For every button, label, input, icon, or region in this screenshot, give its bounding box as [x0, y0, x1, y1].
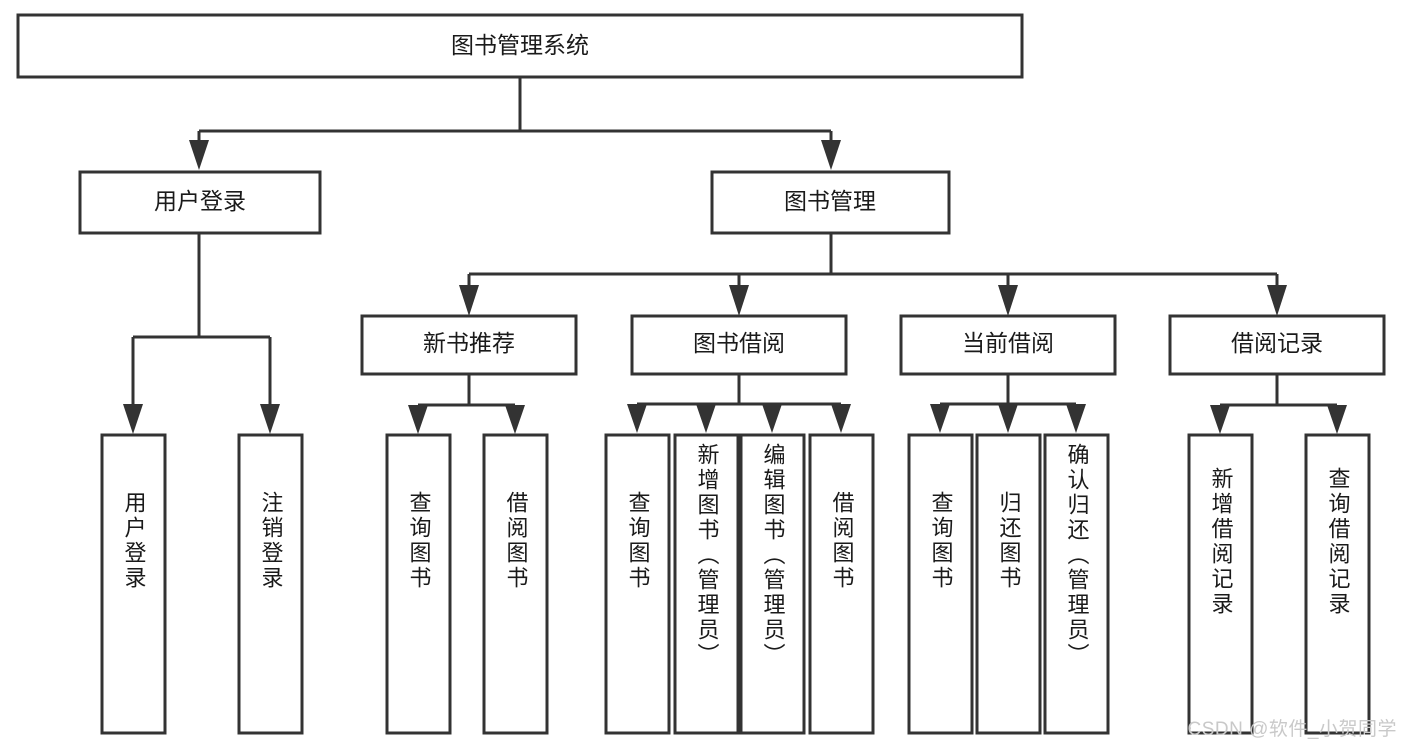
box-leaf-book-borrow-1[interactable]	[604, 433, 671, 735]
arrow-borrow-record-leaf-2	[1327, 405, 1347, 434]
connectors-borrow-record-to-leaves	[1210, 374, 1347, 434]
label-current-borrow: 当前借阅	[962, 330, 1054, 356]
box-new-book-recommend[interactable]	[360, 314, 578, 376]
box-leaf-current-borrow-1[interactable]	[907, 433, 974, 735]
arrow-to-new-book-recommend	[459, 285, 479, 316]
label-new-book-recommend: 新书推荐	[423, 330, 515, 356]
box-leaf-book-borrow-3[interactable]	[739, 433, 806, 735]
arrow-borrow-record-leaf-1	[1210, 405, 1230, 434]
box-leaf-user-login-1[interactable]	[100, 433, 167, 735]
arrow-current-borrow-leaf-2	[998, 404, 1018, 433]
arrow-user-login-leaf-1	[123, 404, 143, 434]
box-leaf-new-book-1[interactable]	[385, 433, 452, 735]
box-leaf-new-book-2[interactable]	[482, 433, 549, 735]
node-root-system[interactable]: 图书管理系统	[16, 13, 1024, 79]
arrow-root-to-book-mgmt	[821, 140, 841, 170]
arrow-to-book-borrow	[729, 285, 749, 316]
watermark-text: CSDN @软件_小贺同学	[1187, 719, 1397, 740]
arrow-book-borrow-leaf-1	[627, 404, 647, 433]
arrow-current-borrow-leaf-1	[930, 404, 950, 433]
connectors-book-borrow-to-leaves	[627, 374, 851, 433]
arrow-new-book-leaf-2	[505, 405, 525, 434]
connectors-current-borrow-to-leaves	[930, 374, 1086, 433]
node-user-login[interactable]: 用户登录	[78, 170, 322, 235]
box-book-borrow[interactable]	[630, 314, 848, 376]
box-leaf-current-borrow-3[interactable]	[1043, 433, 1110, 735]
arrow-book-borrow-leaf-3	[762, 404, 782, 433]
connectors-new-book-recommend-to-leaves	[408, 374, 525, 434]
box-root-system[interactable]	[16, 13, 1024, 79]
label-borrow-record: 借阅记录	[1231, 330, 1323, 356]
label-user-login: 用户登录	[154, 188, 246, 214]
arrow-book-borrow-leaf-2	[696, 404, 716, 433]
box-user-login[interactable]	[78, 170, 322, 235]
arrow-to-borrow-record	[1267, 285, 1287, 316]
box-leaf-current-borrow-2[interactable]	[975, 433, 1042, 735]
node-borrow-record[interactable]: 借阅记录	[1168, 314, 1386, 376]
connectors-book-mgmt-to-level3	[459, 233, 1287, 316]
node-new-book-recommend[interactable]: 新书推荐	[360, 314, 578, 376]
arrow-new-book-leaf-1	[408, 405, 428, 434]
label-book-borrow: 图书借阅	[693, 330, 785, 356]
arrow-to-current-borrow	[998, 285, 1018, 316]
connectors-root-to-level2	[189, 77, 841, 170]
arrow-user-login-leaf-2	[260, 404, 280, 434]
label-root-system: 图书管理系统	[451, 32, 589, 58]
node-book-management[interactable]: 图书管理	[710, 170, 951, 235]
box-leaf-book-borrow-2[interactable]	[673, 433, 740, 735]
box-leaf-borrow-record-2[interactable]	[1304, 433, 1371, 735]
arrow-root-to-user-login	[189, 140, 209, 170]
node-current-borrow[interactable]: 当前借阅	[899, 314, 1117, 376]
label-book-management: 图书管理	[784, 188, 876, 214]
connectors-user-login-to-leaves	[123, 233, 280, 434]
node-book-borrow[interactable]: 图书借阅	[630, 314, 848, 376]
box-borrow-record[interactable]	[1168, 314, 1386, 376]
box-leaf-book-borrow-4[interactable]	[808, 433, 875, 735]
box-leaf-user-login-2[interactable]	[237, 433, 304, 735]
box-leaf-borrow-record-1[interactable]	[1187, 433, 1254, 735]
box-current-borrow[interactable]	[899, 314, 1117, 376]
arrow-book-borrow-leaf-4	[831, 404, 851, 433]
box-book-management[interactable]	[710, 170, 951, 235]
arrow-current-borrow-leaf-3	[1066, 404, 1086, 433]
